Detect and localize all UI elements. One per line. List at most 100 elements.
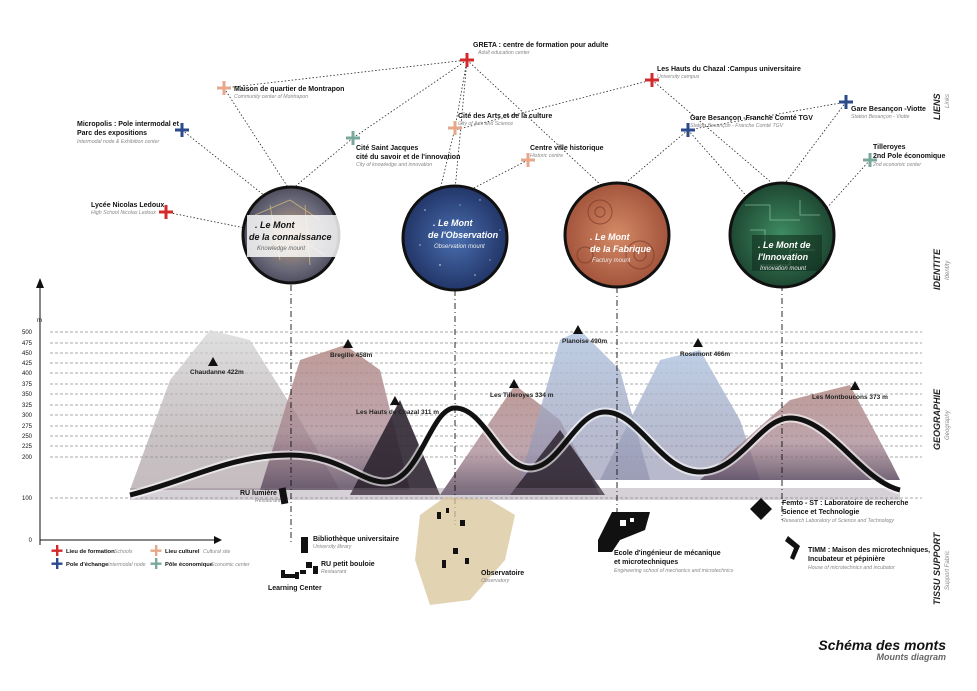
section-tissu: TISSU SUPPORT <box>932 531 942 605</box>
link-micropolis-sub: Intermodal node & Exhibition center <box>77 139 159 145</box>
mount-innovation: . Le Mont de l'Innovation Innovation mou… <box>728 181 836 289</box>
support-femto-sub: Research Laboratory of Science and Techn… <box>782 518 894 524</box>
link-arts-sub: City of Arts and Science <box>458 121 513 127</box>
cross-icon <box>863 153 877 167</box>
peak-marker <box>573 325 583 334</box>
support-ru-bouloie: RU petit bouloie <box>321 561 375 568</box>
building-icon <box>281 570 299 579</box>
peak-marker <box>850 381 860 390</box>
tick-200: 200 <box>22 455 33 461</box>
mountain-dark-mid <box>510 430 605 495</box>
link-lycee-sub: High School Nicolas Ledoux <box>91 210 156 216</box>
cross-icon <box>175 123 189 137</box>
building-icon <box>750 498 772 520</box>
cross-icon <box>150 545 162 556</box>
support-learning-center: Learning Center <box>268 585 322 592</box>
legend-formation-sub: Schools <box>114 549 133 555</box>
peak-chazal: Les Hauts de Chazal 311 m <box>356 409 439 416</box>
support-ecole-2: et microtechniques <box>614 559 678 566</box>
tick-325: 325 <box>22 403 33 409</box>
link-montrapon: Maison de quartier de Montrapon <box>234 86 344 93</box>
cross-icon <box>645 73 659 87</box>
link-montrapon-sub: Community center of Montrapon <box>234 94 308 100</box>
section-liens-sub: Links <box>945 94 951 108</box>
support-ecole: Ecole d'ingénieur de mécanique <box>614 550 721 557</box>
link-gare-tgv: Gare Besançon -Franche Comté TGV <box>690 115 813 122</box>
mount-knowledge: . Le Mont de la connaissance Knowledge m… <box>241 185 345 285</box>
cross-icon <box>150 558 162 569</box>
link-greta-sub: Adult education center <box>477 50 530 56</box>
mount-innovation-title1: . Le Mont de <box>758 240 811 250</box>
peak-rosemont: Rosemont 466m <box>680 351 730 358</box>
peak-montboucons: Les Montboucons 373 m <box>812 394 888 401</box>
peak-chaudanne: Chaudanne 422m <box>190 369 244 376</box>
mountain-chazal <box>350 400 440 495</box>
mount-factory: . Le Mont de la Fabrique Factury mount <box>563 181 671 289</box>
link-gare-viotte-sub: Station Besançon - Viotte <box>851 114 910 120</box>
building-icon <box>278 487 289 505</box>
section-tissu-sub: Support Fabric <box>945 551 951 590</box>
legend-formation: Lieu de formation <box>66 549 115 555</box>
peak-marker <box>390 396 400 405</box>
legend-culturel: Lieu culturel <box>165 549 200 555</box>
link-chazal: Les Hauts du Chazal :Campus universitair… <box>657 66 801 73</box>
tick-275: 275 <box>22 424 33 430</box>
section-liens: LIENS <box>932 93 942 120</box>
section-geographie: GEOGRAPHIE <box>932 388 942 450</box>
section-labels: LIENS Links IDENTITE Identity GEOGRAPHIE… <box>932 93 951 605</box>
mount-drop-lines <box>290 285 783 545</box>
support-femto-2: Science et Technologie <box>782 509 859 516</box>
mount-observation: . Le Mont de l'Observation Observation m… <box>401 184 509 292</box>
support-femto: Femto - ST : Laboratoire de recherche <box>782 500 909 507</box>
support-fabric: RU lumière Restaurant Bibliothèque unive… <box>240 487 930 605</box>
peaks: Chaudanne 422m Bregille 458m Les Hauts d… <box>190 325 888 416</box>
section-identite: IDENTITE <box>932 248 942 290</box>
legend-echange: Pole d'échange <box>66 562 109 568</box>
link-micropolis: Micropolis : Pole intermodal et <box>77 121 180 128</box>
mount-factory-sub: Factury mount <box>592 258 631 264</box>
tick-475: 475 <box>22 341 33 347</box>
mount-factory-title1: . Le Mont <box>590 232 630 242</box>
tick-100: 100 <box>22 496 33 502</box>
support-bibliotheque-sub: University library <box>313 544 352 550</box>
cross-icon <box>51 558 63 569</box>
support-ru-lumiere-sub: Restaurant <box>255 498 281 504</box>
tick-400: 400 <box>22 371 33 377</box>
section-geographie-sub: Geography <box>945 409 951 440</box>
section-identite-sub: Identity <box>945 260 951 280</box>
legend-economique: Pôle économique <box>165 562 214 568</box>
mount-knowledge-title2: de la connaissance <box>249 232 332 242</box>
tick-225: 225 <box>22 444 33 450</box>
cross-icon <box>448 121 462 135</box>
tick-450: 450 <box>22 351 33 357</box>
axis-unit: m <box>37 318 42 324</box>
cross-icon <box>521 153 535 167</box>
support-timm-sub: House of microtechnics and incubator <box>808 565 895 571</box>
link-markers: GRETA : centre de formation pour adulte … <box>77 42 945 219</box>
link-tilleroyes-2: 2nd Pole économique <box>873 153 945 160</box>
tick-375: 375 <box>22 382 33 388</box>
mountain-base <box>130 488 900 500</box>
tick-250: 250 <box>22 434 33 440</box>
peak-marker <box>208 357 218 366</box>
support-timm: TIMM : Maison des microtechniques, <box>808 547 930 554</box>
y-axis: m 500 475 450 425 400 375 350 325 300 27… <box>22 278 222 545</box>
link-chazal-sub: University campus <box>657 74 700 80</box>
cross-icon <box>460 53 474 67</box>
cross-icon <box>839 95 853 109</box>
legend: Lieu de formation Schools Lieu culturel … <box>51 545 250 569</box>
mountain-rosemont <box>600 350 760 480</box>
peak-marker <box>693 338 703 347</box>
link-gare-tgv-sub: Station Besançon - Franche Comté TGV <box>690 123 784 129</box>
support-observatoire: Observatoire <box>481 570 524 577</box>
peak-bregille: Bregille 458m <box>330 352 372 359</box>
mount-knowledge-title1: . Le Mont <box>255 220 295 230</box>
mount-innovation-sub: Innovation mount <box>760 266 806 272</box>
observatory-map <box>415 497 515 605</box>
link-saint-jacques-sub: City of knowledge and innovation <box>356 162 432 168</box>
building-icon <box>301 537 308 553</box>
cross-icon <box>681 123 695 137</box>
tick-500: 500 <box>22 330 33 336</box>
link-tilleroyes: Tilleroyes <box>873 144 906 151</box>
